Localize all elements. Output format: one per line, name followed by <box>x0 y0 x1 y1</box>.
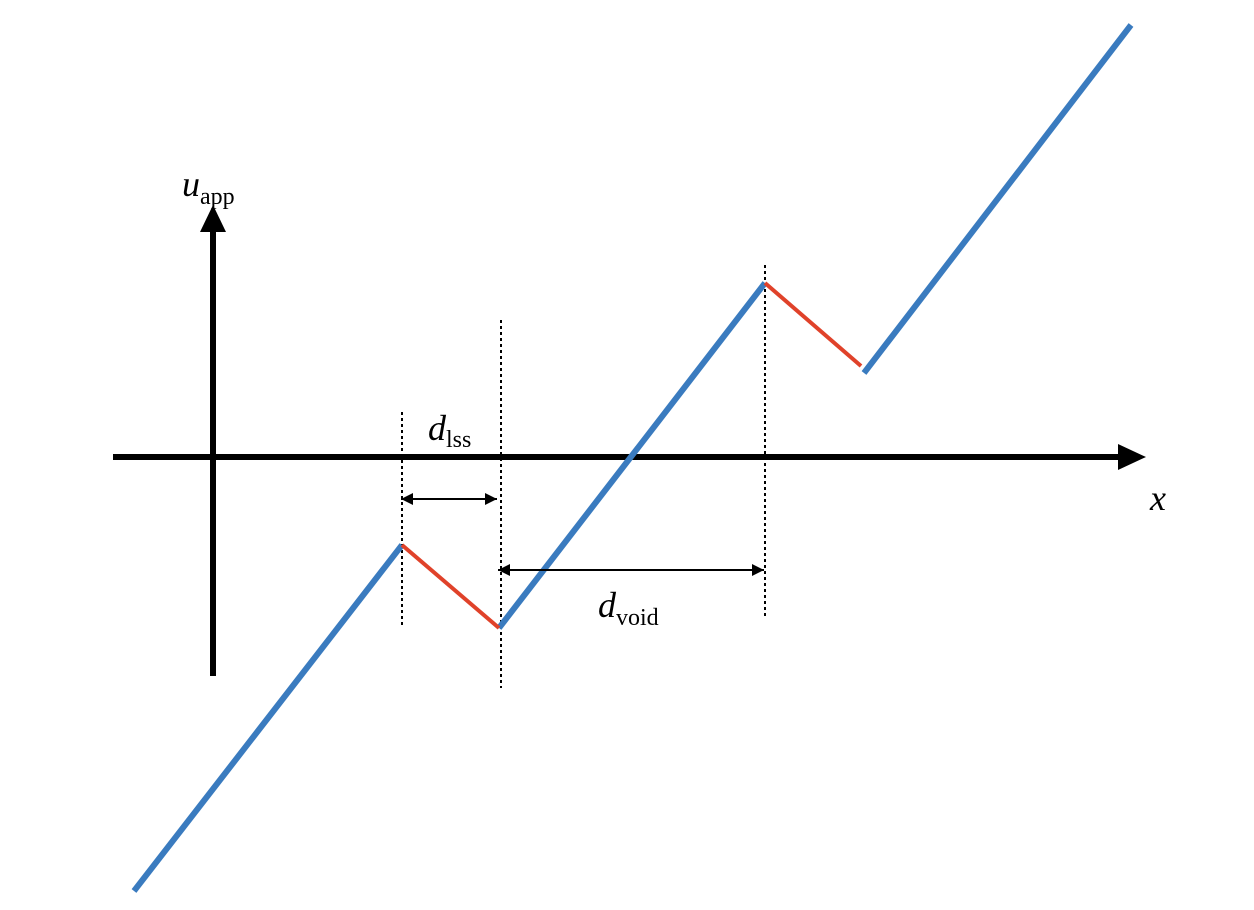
linear-segment-1 <box>131 543 405 893</box>
drop-segment-2 <box>763 281 863 368</box>
linear-segment-3 <box>861 23 1134 375</box>
y-axis-label: uapp <box>182 164 235 210</box>
y-axis-arrowhead <box>200 205 226 232</box>
drop-segment-1 <box>400 543 501 630</box>
d-lss-label: dlss <box>428 408 471 453</box>
d-void-label: dvoid <box>598 585 659 631</box>
x-axis-label: x <box>1149 478 1166 518</box>
x-axis-arrowhead <box>1118 444 1146 470</box>
